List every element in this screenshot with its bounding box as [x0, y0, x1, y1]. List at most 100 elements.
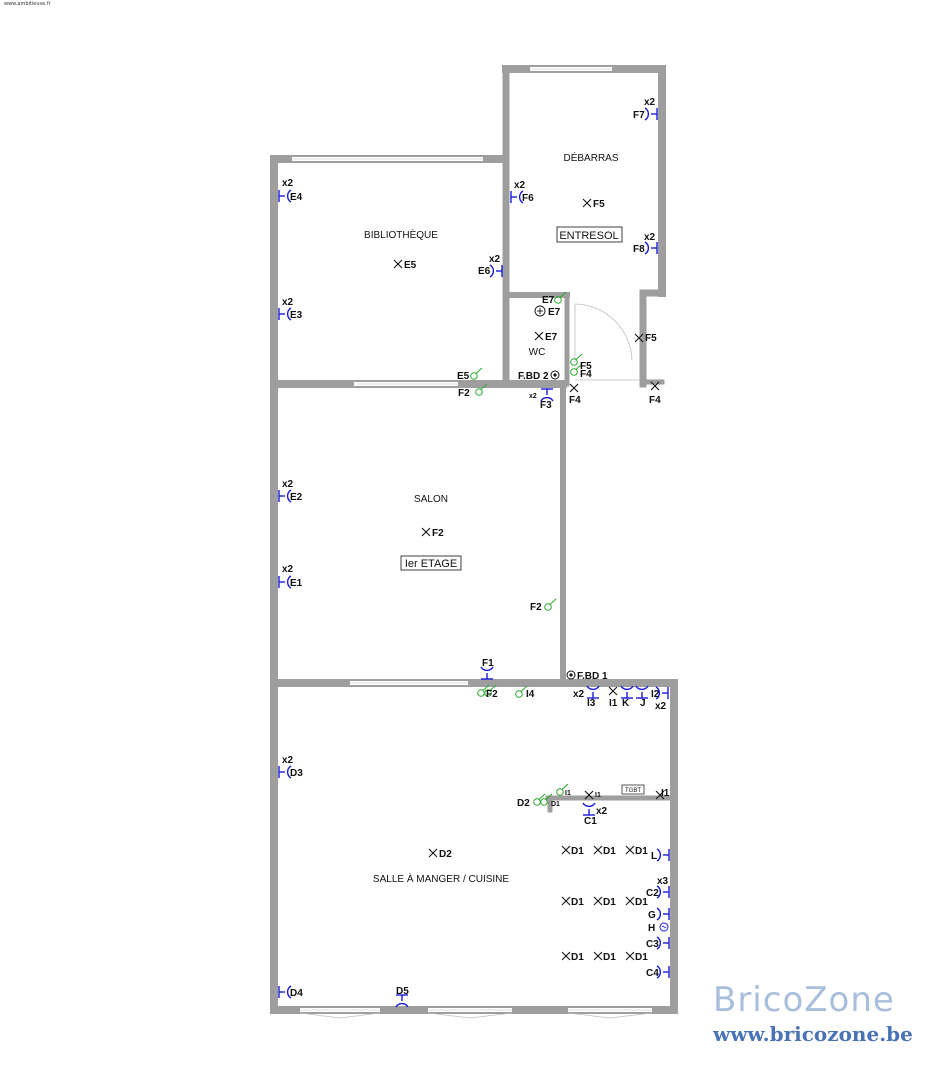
door-leaf: [469, 1012, 513, 1019]
plan-label: x2: [514, 180, 526, 191]
switch-lever: [575, 353, 583, 360]
socket-icon: [510, 190, 524, 204]
plan-label: I1: [565, 790, 571, 797]
socket-icon: [278, 189, 292, 203]
light-point-d1-icon: [561, 845, 571, 855]
plan-label: F8: [633, 244, 645, 255]
brand-url[interactable]: www.bricozone.be: [713, 1022, 913, 1046]
switch-icon: [540, 793, 553, 806]
plan-label: x2: [573, 689, 585, 700]
switch-lever: [480, 383, 488, 390]
socket-arc: [656, 936, 662, 950]
socket-arc: [286, 489, 292, 503]
plan-label: I1: [661, 788, 670, 799]
plan-label: E7: [542, 295, 555, 306]
plan-label: x2: [644, 232, 656, 243]
light-stroke: [625, 845, 635, 855]
socket-arc: [586, 685, 600, 691]
door-leaf: [299, 1012, 341, 1019]
light-point-icon: [421, 527, 431, 537]
plan-label: x2: [282, 297, 294, 308]
socket-icon: [278, 985, 292, 999]
socket-icon: [582, 802, 596, 816]
plan-label: x3: [657, 876, 669, 887]
plan-label: D1: [571, 897, 584, 908]
socket-icon: [278, 307, 292, 321]
plan-label: x2: [644, 97, 656, 108]
socket-arc: [655, 686, 661, 700]
plan-label: x2: [282, 479, 294, 490]
light-point-icon: [582, 198, 592, 208]
socket-glyph: [635, 685, 649, 699]
tgbt-box: [621, 784, 645, 795]
socket-glyph: [656, 848, 670, 862]
switch-icon: [470, 367, 483, 380]
door-leaf: [567, 1012, 611, 1019]
light-point-d1-icon: [593, 845, 603, 855]
plan-label: F5: [645, 333, 657, 344]
socket-arc: [518, 190, 524, 204]
plan-label: F4: [580, 369, 592, 380]
plan-label: D4: [290, 988, 303, 999]
light-point-d1-icon: [561, 896, 571, 906]
plan-label: I3: [587, 698, 596, 709]
plan-label: x2: [282, 564, 294, 575]
light-point-d1-icon: [593, 951, 603, 961]
switch-body: [515, 690, 523, 698]
plan-label: I1: [609, 698, 618, 709]
plan-label: E5: [457, 371, 470, 382]
socket-arc: [540, 396, 554, 402]
room-label-entresol: ENTRESOL: [559, 230, 618, 242]
walls: [270, 65, 678, 1014]
socket-arc: [286, 189, 292, 203]
light-point-icon: [584, 790, 594, 800]
socket-glyph: [510, 190, 524, 204]
plan-label: G: [648, 910, 656, 921]
socket-glyph: [620, 685, 634, 699]
socket-arc: [286, 307, 292, 321]
extractor-fan-icon: [534, 305, 546, 317]
plan-label: F6: [522, 193, 534, 204]
socket-icon: [644, 107, 658, 121]
light-stroke: [650, 381, 660, 391]
plan-label: F2: [530, 602, 542, 613]
switch-body: [540, 798, 548, 806]
tgbt-label: TGBT: [625, 788, 641, 794]
plan-label: D5: [396, 986, 409, 997]
plan-label: F1: [482, 658, 494, 669]
plan-label: F4: [569, 395, 581, 406]
socket-arc: [395, 1002, 409, 1008]
switch-body: [554, 296, 562, 304]
plan-label: E1: [290, 578, 303, 589]
panel-fbd2-label: F.BD 2: [518, 371, 549, 382]
light-stroke: [608, 686, 618, 696]
light-stroke: [428, 848, 438, 858]
light-stroke: [393, 259, 403, 269]
electrical-symbols: [278, 107, 670, 1008]
switch-icon: [515, 685, 528, 698]
light-stroke: [582, 198, 592, 208]
plan-label: L: [651, 851, 657, 862]
plan-label: F3: [540, 400, 552, 411]
plan-label: E6: [478, 266, 491, 277]
plan-label: E7: [548, 307, 561, 318]
switch-body: [570, 368, 578, 376]
socket-arc: [656, 885, 662, 899]
light-stroke: [625, 896, 635, 906]
plan-label: F5: [580, 361, 592, 372]
plan-label: E4: [290, 192, 303, 203]
plan-label: I4: [526, 689, 535, 700]
socket-arc: [286, 575, 292, 589]
light-point-icon: [428, 848, 438, 858]
room-label-bibliotheque: BIBLIOTHÈQUE: [364, 228, 438, 241]
plan-label: D1: [603, 846, 616, 857]
socket-glyph: [395, 994, 409, 1008]
socket-icon: [278, 765, 292, 779]
room-label-salle: SALLE À MANGER / CUISINE: [373, 872, 509, 885]
light-stroke: [593, 951, 603, 961]
light-stroke: [634, 333, 644, 343]
plan-label: x2: [282, 755, 294, 766]
socket-arc: [582, 802, 596, 808]
switch-body: [544, 603, 552, 611]
plan-label: F2: [486, 689, 498, 700]
